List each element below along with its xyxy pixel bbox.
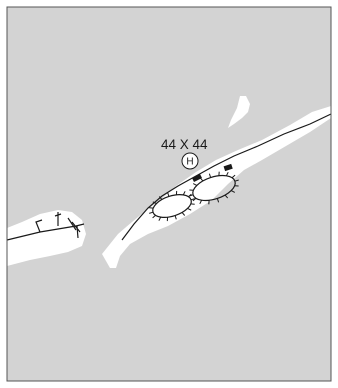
vegetation-ellipse-east-hachure	[192, 183, 198, 186]
vegetation-ellipse-west-hachure	[158, 216, 162, 221]
helipad-letter: H	[186, 157, 193, 168]
map-border	[6, 6, 332, 382]
helipad-dimension-label: 44 X 44	[161, 137, 208, 152]
barrier-island-land	[102, 106, 331, 268]
vegetation-ellipse-west-hachure	[181, 212, 186, 216]
vegetation-ellipse-west-hachure	[182, 191, 186, 196]
vegetation-ellipse-east-hachure	[208, 173, 212, 178]
vegetation-ellipse-west-hachure	[174, 215, 177, 220]
road-group	[6, 113, 332, 241]
helipad: 44 X 44 H	[161, 137, 208, 170]
channel-line	[67, 217, 77, 231]
west-shore-land	[7, 210, 86, 266]
vegetation-ellipse-west-hachure	[187, 207, 192, 211]
structure-group	[192, 163, 233, 182]
west-road	[6, 223, 85, 241]
vegetation-ellipse-west-hachure	[190, 198, 195, 201]
vegetation-ellipse-east-hachure	[234, 179, 239, 182]
vegetation-ellipse-east-hachure	[230, 190, 236, 193]
vegetation-group	[149, 171, 239, 222]
vegetation-ellipse-west-hachure	[167, 192, 170, 197]
vegetation-ellipse-east-hachure	[231, 174, 236, 179]
pier-group	[35, 212, 81, 239]
land-group	[7, 96, 331, 268]
vegetation-ellipse-west-hachure	[149, 211, 154, 214]
vegetation-ellipse-west-hachure	[158, 196, 163, 200]
main-road	[121, 113, 332, 241]
small-islet	[228, 96, 250, 128]
pier-west	[35, 219, 43, 233]
helipad-circle	[181, 152, 199, 170]
vegetation-ellipse-east-hachure	[216, 198, 220, 203]
vegetation-ellipse-east-hachure	[192, 197, 197, 202]
vegetation-ellipse-east-hachure	[225, 171, 229, 177]
vegetation-ellipse-west-hachure	[152, 201, 157, 205]
vegetation-ellipse-west-hachure	[152, 214, 156, 219]
vegetation-ellipse-east-hachure	[199, 199, 203, 205]
vegetation-ellipse-east-hachure	[189, 194, 194, 197]
pier-east	[71, 221, 81, 239]
pier-mid	[54, 212, 62, 226]
vegetation-ellipse-east-hachure	[224, 194, 229, 199]
small-structure-marker	[192, 174, 202, 182]
building-symbol	[223, 163, 233, 172]
